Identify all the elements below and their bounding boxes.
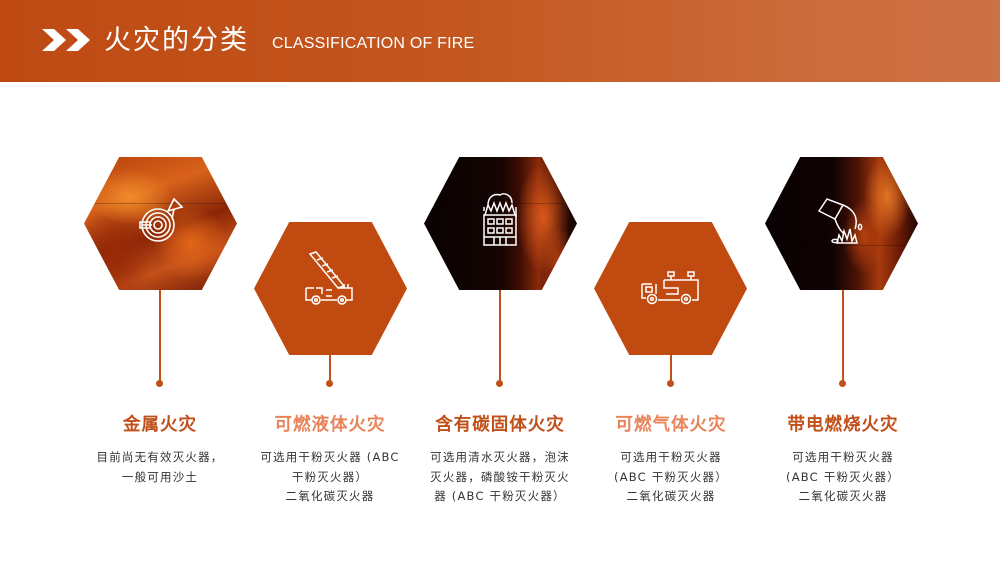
description-line: (ABC 干粉灭火器） bbox=[786, 469, 900, 484]
connector-dot bbox=[667, 380, 674, 387]
description-line: 干粉灭火器） bbox=[291, 469, 369, 484]
image-seam bbox=[84, 203, 237, 204]
connector-line bbox=[842, 290, 844, 382]
fire-hose-reel-icon bbox=[139, 197, 184, 242]
description-line: 可选用干粉灭火器 bbox=[620, 450, 722, 464]
category-description: 可选用干粉灭火器 (ABC 干粉灭火器） 二氧化碳灭火器 bbox=[758, 448, 928, 507]
category-title: 可燃气体火灾 bbox=[615, 415, 727, 435]
connector-dot bbox=[156, 380, 163, 387]
description-line: 可选用干粉灭火器 (ABC bbox=[260, 450, 400, 464]
page-title: 火灾的分类 bbox=[104, 25, 249, 56]
category-title: 可燃液体火灾 bbox=[274, 415, 386, 435]
category-description: 可选用清水灭火器，泡沫 灭火器，磷酸铵干粉灭火 器 (ABC 干粉灭火器） bbox=[412, 448, 588, 507]
category-description: 可选用干粉灭火器 (ABC 干粉灭火器） 二氧化碳灭火器 bbox=[586, 448, 756, 507]
bucket-dousing-fire-icon bbox=[817, 198, 863, 244]
description-line: 可选用清水灭火器，泡沫 bbox=[430, 450, 570, 464]
hexagon-metal-fire bbox=[84, 157, 237, 290]
category-title: 含有碳固体火灾 bbox=[435, 415, 565, 435]
description-line: 灭火器，磷酸铵干粉灭火 bbox=[430, 469, 570, 484]
category-title: 带电燃烧火灾 bbox=[787, 415, 899, 435]
description-line: 二氧化碳灭火器 bbox=[626, 489, 716, 503]
category-title: 金属火灾 bbox=[123, 415, 197, 435]
hexagon-flammable-liquid-fire bbox=[254, 222, 407, 355]
connector-line bbox=[159, 290, 161, 382]
connector-dot bbox=[326, 380, 333, 387]
connector-line bbox=[329, 355, 331, 382]
page-subtitle: CLASSIFICATION OF FIRE bbox=[272, 35, 475, 52]
ladder-fire-truck-icon bbox=[305, 251, 353, 305]
fire-engine-icon bbox=[641, 271, 699, 305]
description-line: 二氧化碳灭火器 bbox=[285, 489, 375, 503]
connector-dot bbox=[496, 380, 503, 387]
hexagon-flammable-gas-fire bbox=[594, 222, 747, 355]
hexagon-carbon-solid-fire bbox=[424, 157, 577, 290]
description-line: 目前尚无有效灭火器， bbox=[96, 450, 224, 464]
category-description: 目前尚无有效灭火器， 一般可用沙土 bbox=[75, 448, 245, 487]
connector-line bbox=[499, 290, 501, 382]
connector-dot bbox=[839, 380, 846, 387]
description-line: 二氧化碳灭火器 bbox=[798, 489, 888, 503]
image-seam bbox=[765, 245, 918, 246]
description-line: 可选用干粉灭火器 bbox=[792, 450, 894, 464]
hexagon-electrical-fire bbox=[765, 157, 918, 290]
description-line: 器 (ABC 干粉灭火器） bbox=[434, 489, 566, 503]
description-line: (ABC 干粉灭火器） bbox=[614, 469, 728, 484]
double-chevron-right-icon bbox=[42, 29, 90, 51]
category-description: 可选用干粉灭火器 (ABC 干粉灭火器） 二氧化碳灭火器 bbox=[245, 448, 415, 507]
description-line: 一般可用沙土 bbox=[121, 469, 199, 484]
burning-building-icon bbox=[483, 193, 517, 246]
header-bar: 火灾的分类 CLASSIFICATION OF FIRE bbox=[0, 0, 1000, 82]
connector-line bbox=[670, 355, 672, 382]
